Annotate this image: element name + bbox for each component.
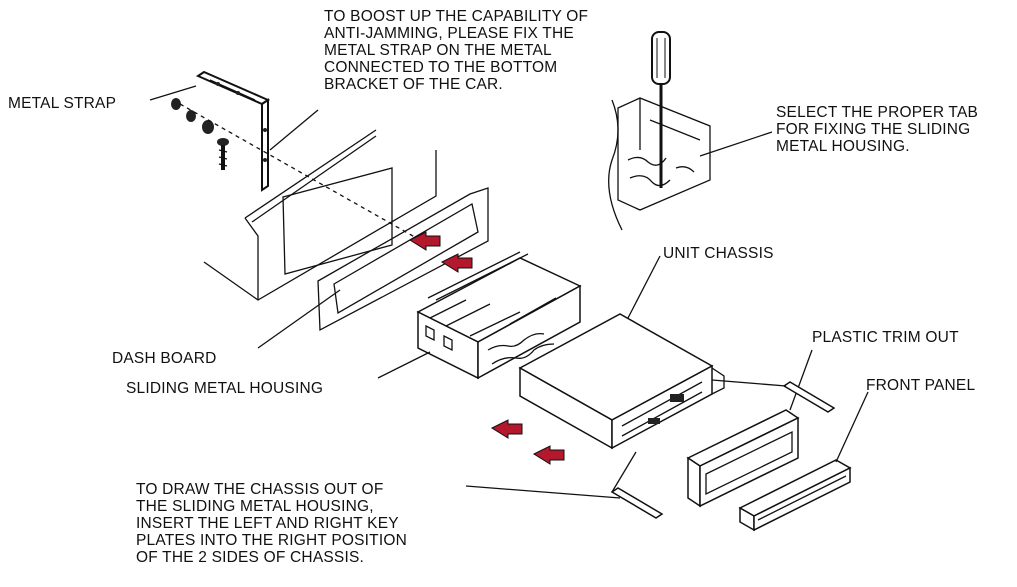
plastic-trim-out-label: PLASTIC TRIM OUT <box>812 329 959 346</box>
screwdriver-tab-detail <box>608 31 711 231</box>
sliding-metal-housing-label: SLIDING METAL HOUSING <box>126 380 324 397</box>
direction-arrows <box>408 231 565 465</box>
unit-chassis-leader <box>627 255 661 319</box>
screw-and-washers <box>171 98 229 170</box>
front-panel <box>738 459 852 532</box>
dash-board-leader <box>257 289 341 349</box>
plastic-trim-leader <box>789 349 813 411</box>
dash-board <box>203 129 489 332</box>
draw-chassis-note: TO DRAW THE CHASSIS OUT OF THE SLIDING M… <box>136 481 407 566</box>
unit-chassis <box>518 313 725 450</box>
plastic-trim-out <box>686 409 800 508</box>
dash-board-label: DASH BOARD <box>112 350 217 367</box>
anti-jamming-leader <box>269 109 319 151</box>
front-panel-leader <box>835 391 869 463</box>
metal-strap-label: METAL STRAP <box>8 95 117 112</box>
unit-chassis-label: UNIT CHASSIS <box>663 245 774 262</box>
front-panel-label: FRONT PANEL <box>866 377 976 394</box>
strap-dash-line <box>179 103 421 241</box>
sliding-metal-housing <box>416 251 582 380</box>
metal-strap <box>195 70 271 192</box>
anti-jamming-note: TO BOOST UP THE CAPABILITY OF ANTI-JAMMI… <box>324 8 589 93</box>
select-tab-leader <box>699 131 773 157</box>
draw-chassis-leader <box>465 485 621 499</box>
sliding-housing-leader <box>377 351 431 379</box>
metal-strap-leader <box>149 85 197 101</box>
select-tab-note: SELECT THE PROPER TAB FOR FIXING THE SLI… <box>776 104 979 155</box>
key-plates <box>610 379 836 519</box>
